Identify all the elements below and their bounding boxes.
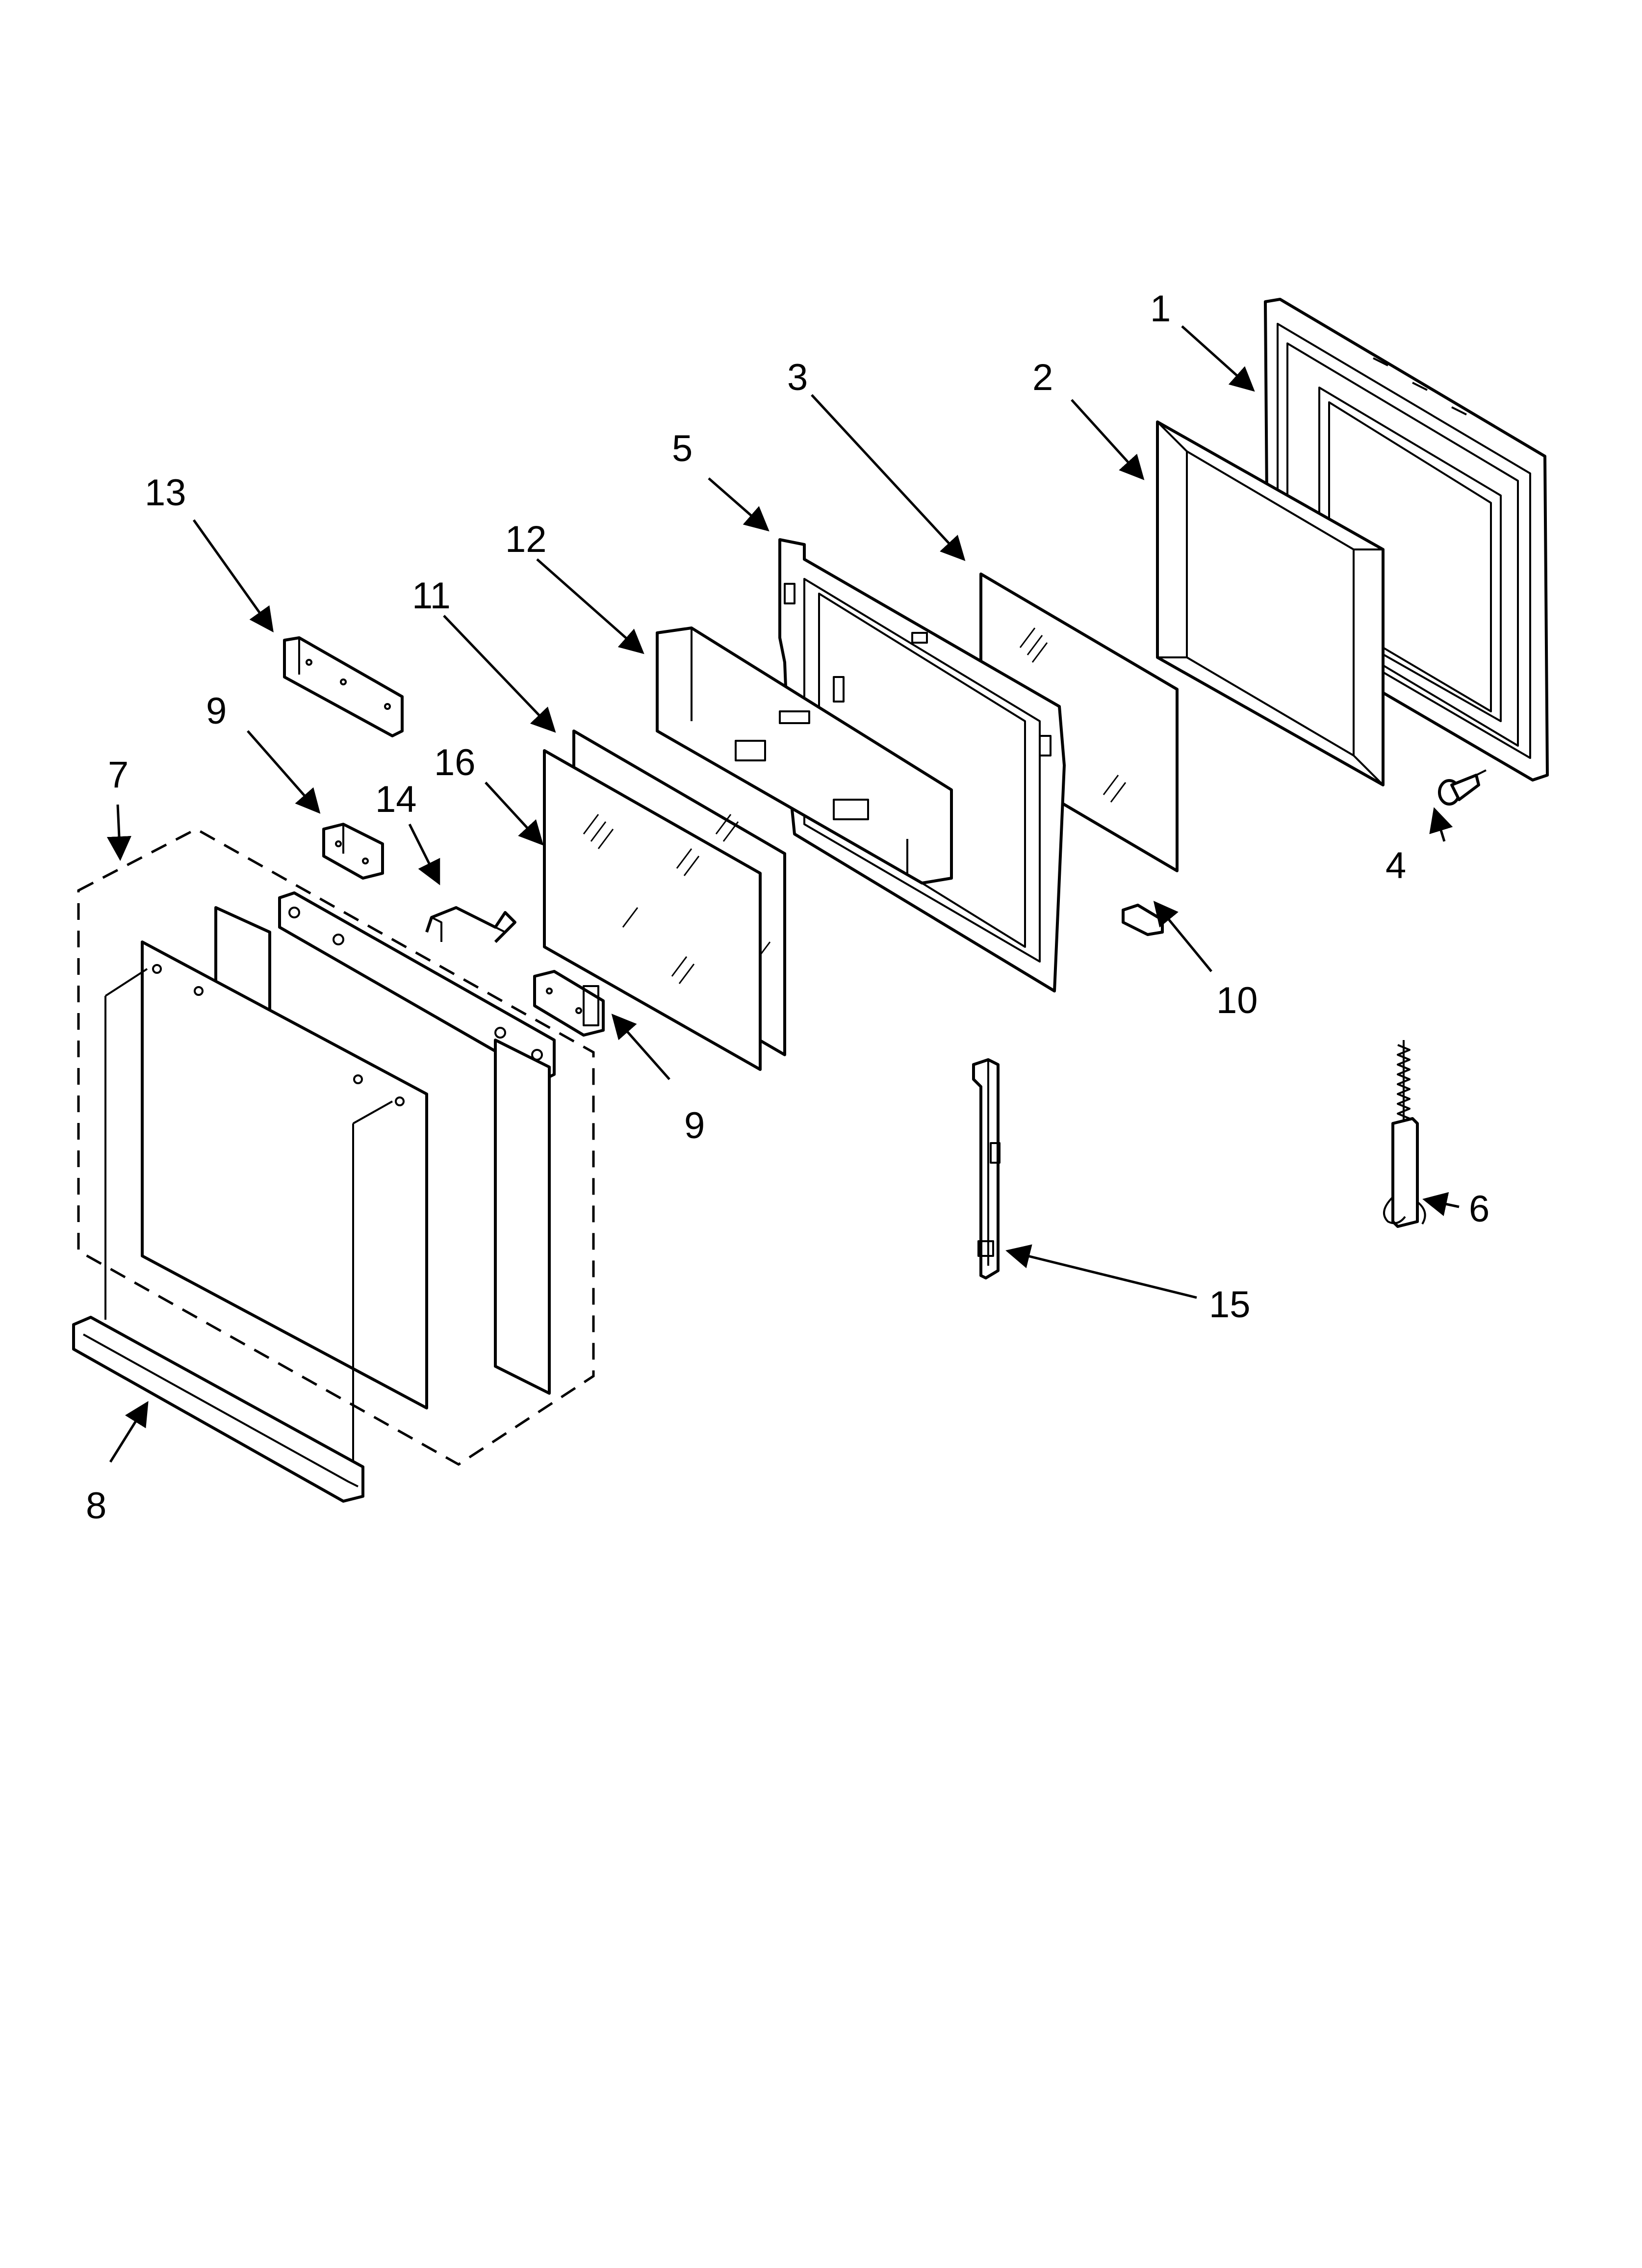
callout-16: 16: [434, 742, 476, 783]
leader-2: [1071, 399, 1145, 480]
leader-9-top: [247, 730, 321, 814]
callout-2: 2: [1032, 357, 1053, 398]
leader-13: [192, 519, 274, 633]
part-4-screw: [1438, 769, 1487, 806]
leader-12: [536, 558, 644, 654]
leader-1: [1181, 325, 1255, 392]
leader-3: [811, 394, 966, 561]
part-10-clip: [1122, 904, 1164, 936]
leader-14: [408, 823, 440, 886]
part-9-hinge-bracket-top: [322, 823, 384, 880]
leader-16: [485, 782, 544, 846]
part-6-hinge-receiver: [1383, 1040, 1426, 1228]
part-13-bracket: [283, 636, 404, 737]
part-12-heat-shield: [656, 626, 953, 885]
part-15-hinge: [972, 1058, 1001, 1279]
part-9-hinge-bracket-bottom: [533, 970, 605, 1037]
callout-9-top: 9: [206, 690, 227, 732]
callout-1: 1: [1150, 288, 1171, 330]
leader-lines: [106, 325, 1460, 1463]
part-16-outer-glass: [543, 749, 762, 1071]
leader-5: [708, 477, 770, 532]
part-7-outer-door-assembly: [77, 828, 595, 1466]
part-14-handle-bracket: [425, 906, 516, 943]
leader-9-bottom: [611, 1014, 670, 1080]
callout-13: 13: [145, 472, 186, 514]
callout-labels: 1 2 3 4 5 6 7 8 9 9 10 11 12 13 14 15 16: [86, 288, 1489, 1527]
leader-15: [1005, 1244, 1197, 1299]
callout-10: 10: [1216, 980, 1258, 1021]
callout-5: 5: [672, 428, 693, 469]
callout-11: 11: [412, 575, 451, 617]
leader-7: [106, 804, 131, 861]
callout-12: 12: [505, 519, 547, 560]
callout-3: 3: [787, 357, 808, 398]
leader-8: [109, 1401, 149, 1463]
part-2-door-frame: [1156, 420, 1385, 786]
leader-4: [1429, 807, 1453, 842]
callout-6: 6: [1469, 1188, 1489, 1230]
callout-7: 7: [108, 754, 128, 796]
callout-8: 8: [86, 1485, 106, 1527]
part-8-door-handle: [72, 1316, 364, 1503]
callout-14: 14: [375, 779, 417, 820]
callout-15: 15: [1209, 1284, 1251, 1326]
leader-11: [443, 615, 556, 733]
leader-6: [1422, 1192, 1460, 1216]
callout-9-bottom: 9: [684, 1105, 705, 1147]
callout-4: 4: [1385, 845, 1406, 886]
leader-10: [1153, 901, 1212, 972]
